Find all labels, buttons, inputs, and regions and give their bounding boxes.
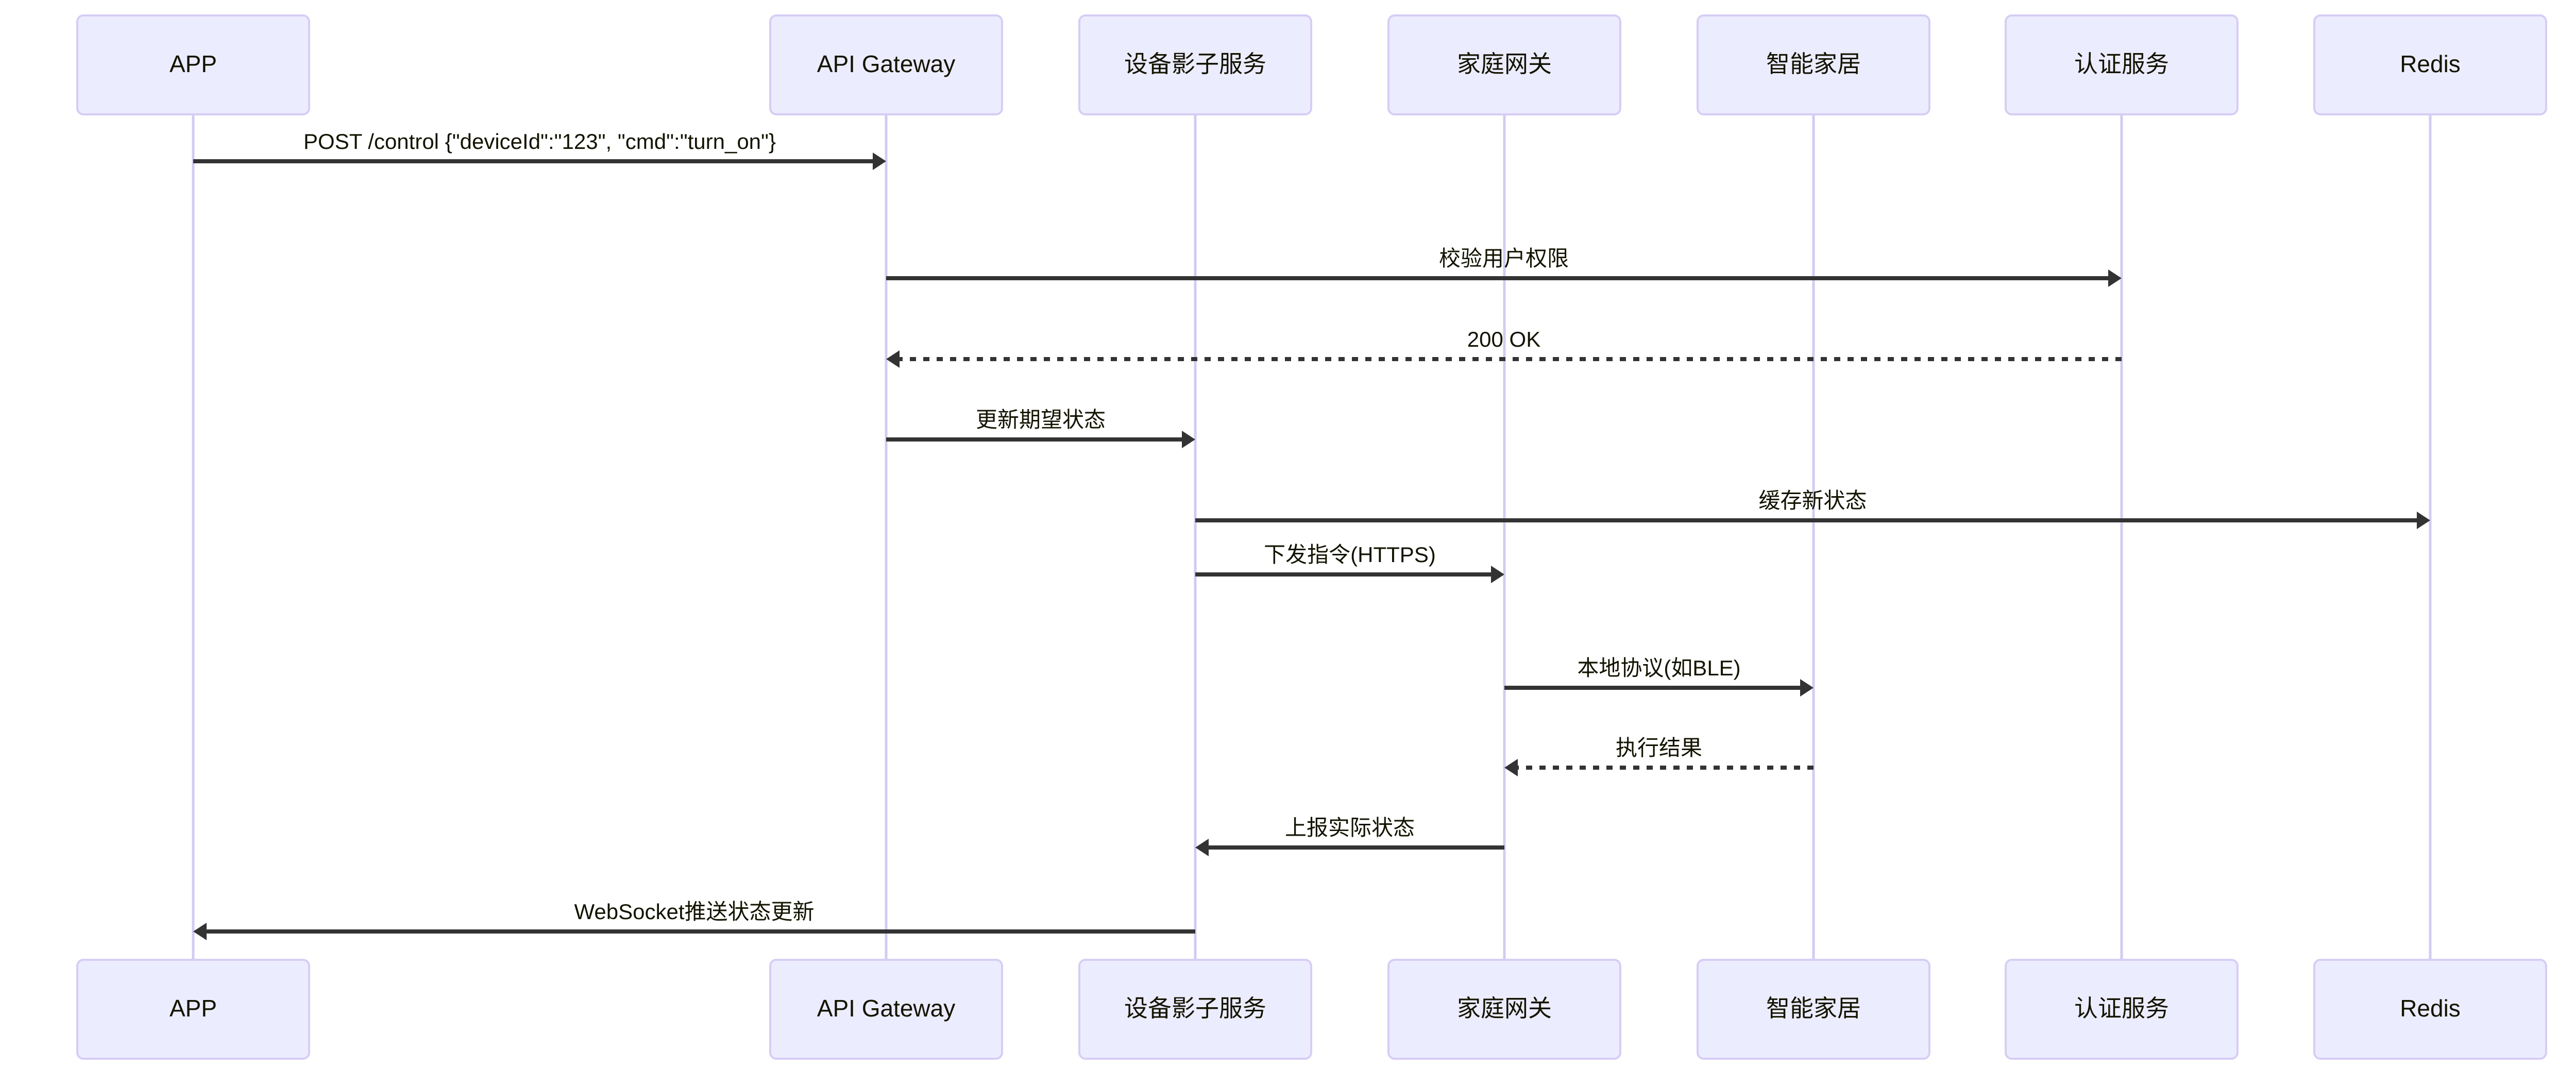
message-6-shadow-to-homegw[interactable]: 下发指令(HTTPS) [1195,543,1504,583]
message-arrowhead [1800,679,1814,697]
participant-box-rect [2313,959,2547,1060]
participant-smarthome-top[interactable]: 智能家居 [1697,14,1930,115]
message-label: 200 OK [1467,327,1540,351]
message-label: 执行结果 [1616,736,1702,760]
message-10-shadow-to-app[interactable]: WebSocket推送状态更新 [193,900,1195,940]
participant-box-rect [1387,14,1621,115]
participant-label: 设备影子服务 [1124,995,1266,1022]
participant-box-rect [1078,14,1312,115]
participant-shadow-bottom[interactable]: 设备影子服务 [1078,959,1312,1060]
message-arrowhead [2417,512,2430,529]
participant-box-rect [2005,959,2239,1060]
message-label: 下发指令(HTTPS) [1264,543,1436,567]
participant-homegw-top[interactable]: 家庭网关 [1387,14,1621,115]
participant-redis-bottom[interactable]: Redis [2313,959,2547,1060]
participant-label: 设备影子服务 [1124,50,1266,77]
message-label: 更新期望状态 [976,408,1106,432]
message-8-smarthome-to-homegw[interactable]: 执行结果 [1504,736,1814,776]
message-5-shadow-to-redis[interactable]: 缓存新状态 [1195,488,2430,529]
message-arrowhead [886,350,900,368]
message-label: POST /control {"deviceId":"123", "cmd":"… [303,129,776,154]
message-label: 上报实际状态 [1285,816,1415,840]
message-label: 本地协议(如BLE) [1577,656,1740,680]
participants-top-layer: APP API Gateway 设备影子服务 家庭网关 智能家居 认证服务 Redis [76,14,2547,115]
participant-box-rect [769,14,1003,115]
participant-label: 认证服务 [2074,995,2169,1022]
participant-label: 家庭网关 [1457,995,1552,1022]
message-arrowhead [1195,839,1209,856]
participant-box-rect [76,959,310,1060]
participant-label: 智能家居 [1766,50,1861,77]
message-3-auth-to-gateway[interactable]: 200 OK [886,327,2122,368]
participant-label: 认证服务 [2074,50,2169,77]
message-arrowhead [1491,566,1504,583]
participant-gateway-top[interactable]: API Gateway [769,14,1003,115]
participant-auth-top[interactable]: 认证服务 [2005,14,2239,115]
message-arrowhead [1182,431,1195,448]
message-label: 校验用户权限 [1439,246,1569,270]
participant-box-rect [1387,959,1621,1060]
participant-auth-bottom[interactable]: 认证服务 [2005,959,2239,1060]
participant-smarthome-bottom[interactable]: 智能家居 [1697,959,1930,1060]
participant-redis-top[interactable]: Redis [2313,14,2547,115]
participant-app-top[interactable]: APP [76,14,310,115]
message-9-homegw-to-shadow[interactable]: 上报实际状态 [1195,816,1504,856]
message-arrowhead [873,152,886,170]
participant-box-rect [1697,14,1930,115]
participant-label: Redis [2400,50,2461,77]
participant-homegw-bottom[interactable]: 家庭网关 [1387,959,1621,1060]
messages-layer: POST /control {"deviceId":"123", "cmd":"… [193,129,2430,940]
participant-box-rect [1078,959,1312,1060]
message-4-gateway-to-shadow[interactable]: 更新期望状态 [886,408,1195,448]
participant-box-rect [1697,959,1930,1060]
message-arrowhead [1504,759,1518,776]
participant-box-rect [2313,14,2547,115]
participant-gateway-bottom[interactable]: API Gateway [769,959,1003,1060]
message-7-homegw-to-smarthome[interactable]: 本地协议(如BLE) [1504,656,1814,697]
message-label: WebSocket推送状态更新 [574,900,815,924]
participants-bottom-layer: APP API Gateway 设备影子服务 家庭网关 智能家居 认证服务 Redis [76,959,2547,1060]
participant-label: 智能家居 [1766,995,1861,1022]
participant-box-rect [769,959,1003,1060]
participant-shadow-top[interactable]: 设备影子服务 [1078,14,1312,115]
participant-label: API Gateway [817,50,955,77]
message-arrowhead [2108,269,2122,287]
participant-box-rect [76,14,310,115]
message-arrowhead [193,923,207,940]
lifelines-layer [192,114,2432,960]
message-2-gateway-to-auth[interactable]: 校验用户权限 [886,246,2122,287]
participant-label: 家庭网关 [1457,50,1552,77]
participant-box-rect [2005,14,2239,115]
participant-label: APP [170,995,217,1022]
participant-app-bottom[interactable]: APP [76,959,310,1060]
participant-label: API Gateway [817,995,955,1022]
participant-label: APP [170,50,217,77]
participant-label: Redis [2400,995,2461,1022]
message-label: 缓存新状态 [1758,488,1867,513]
message-1-app-to-gateway[interactable]: POST /control {"deviceId":"123", "cmd":"… [193,129,886,170]
